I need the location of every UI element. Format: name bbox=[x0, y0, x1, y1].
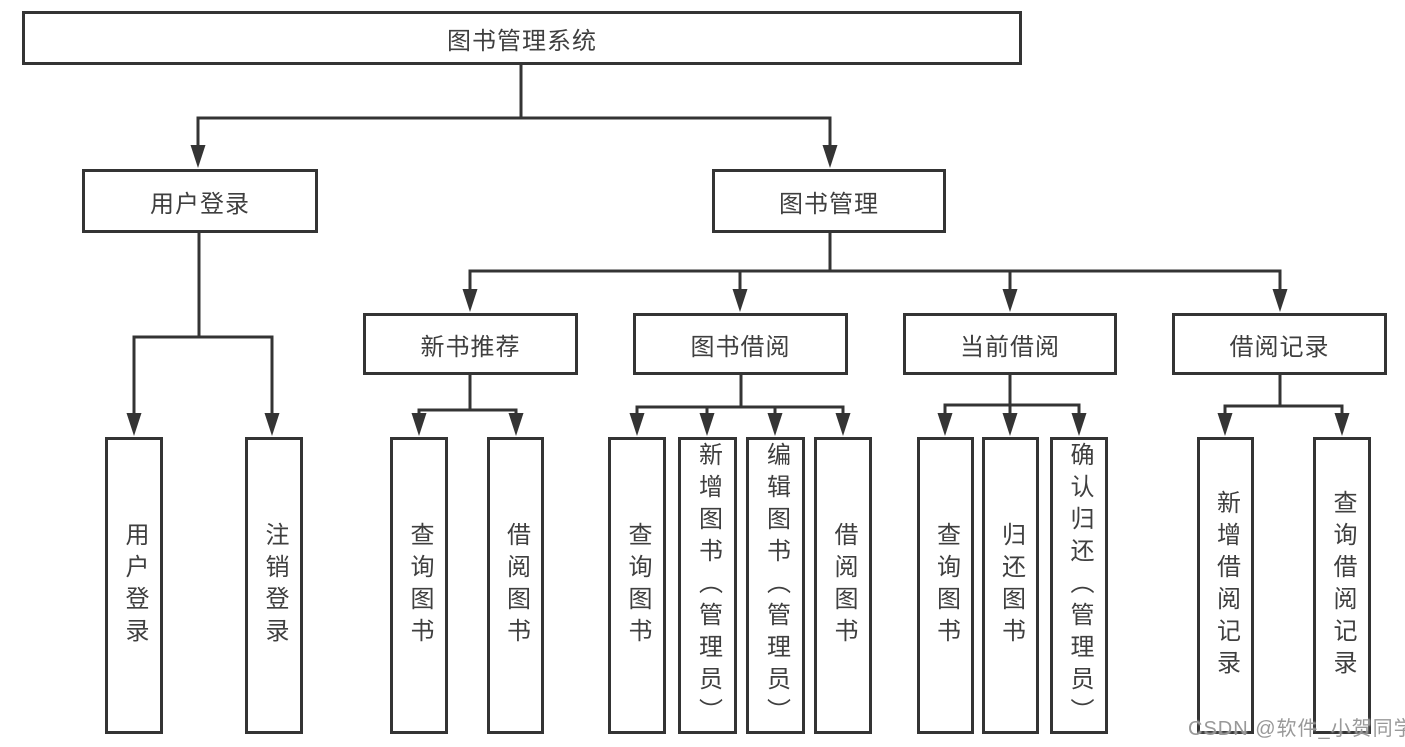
arrow-down-icon bbox=[264, 413, 280, 436]
arrow-down-icon bbox=[822, 145, 838, 168]
connector-current-borrow-split bbox=[943, 375, 1081, 418]
leaf-borrow-books-recommend: 借阅图书 bbox=[487, 437, 544, 734]
arrow-down-icon bbox=[767, 413, 783, 436]
arrow-down-icon bbox=[1217, 413, 1233, 436]
arrow-down-icon bbox=[1071, 413, 1087, 436]
arrow-down-icon bbox=[1334, 413, 1350, 436]
leaf-borrow-books: 借阅图书 bbox=[814, 437, 872, 734]
arrow-down-icon bbox=[126, 413, 142, 436]
node-current-borrow: 当前借阅 bbox=[903, 313, 1117, 375]
node-book-management: 图书管理 bbox=[712, 169, 946, 233]
arrow-down-icon bbox=[508, 413, 524, 436]
connector-root-split bbox=[196, 65, 832, 150]
arrow-down-icon bbox=[937, 413, 953, 436]
arrow-down-icon bbox=[190, 145, 206, 168]
arrow-down-icon bbox=[1002, 289, 1018, 312]
leaf-user-login: 用户登录 bbox=[105, 437, 163, 734]
arrow-down-icon bbox=[699, 413, 715, 436]
connector-book-management-split bbox=[468, 233, 1282, 294]
leaf-return-books: 归还图书 bbox=[982, 437, 1039, 734]
leaf-query-books-recommend: 查询图书 bbox=[390, 437, 448, 734]
node-root-library-system: 图书管理系统 bbox=[22, 11, 1022, 65]
leaf-query-books-current: 查询图书 bbox=[917, 437, 974, 734]
arrow-down-icon bbox=[835, 413, 851, 436]
connector-user-login-split bbox=[132, 233, 274, 418]
arrow-down-icon bbox=[1002, 413, 1018, 436]
arrow-down-icon bbox=[462, 289, 478, 312]
node-borrow-records: 借阅记录 bbox=[1172, 313, 1387, 375]
leaf-confirm-return-admin: 确认归还（管理员） bbox=[1050, 437, 1108, 734]
leaf-logout: 注销登录 bbox=[245, 437, 303, 734]
node-book-borrow: 图书借阅 bbox=[633, 313, 848, 375]
csdn-watermark: CSDN @软件_小贺同学 bbox=[1188, 718, 1405, 740]
leaf-add-borrow-record: 新增借阅记录 bbox=[1197, 437, 1254, 734]
connector-book-borrow-split bbox=[635, 375, 845, 418]
arrow-down-icon bbox=[1272, 289, 1288, 312]
node-new-book-recommend: 新书推荐 bbox=[363, 313, 578, 375]
leaf-query-books-borrow: 查询图书 bbox=[608, 437, 666, 734]
node-user-login: 用户登录 bbox=[82, 169, 318, 233]
arrow-down-icon bbox=[411, 413, 427, 436]
connector-borrow-records-split bbox=[1223, 375, 1344, 418]
leaf-query-borrow-record: 查询借阅记录 bbox=[1313, 437, 1371, 734]
connector-new-book-split bbox=[417, 375, 518, 418]
arrow-down-icon bbox=[732, 289, 748, 312]
leaf-add-books-admin: 新增图书（管理员） bbox=[678, 437, 737, 734]
leaf-edit-books-admin: 编辑图书（管理员） bbox=[746, 437, 805, 734]
arrow-down-icon bbox=[629, 413, 645, 436]
